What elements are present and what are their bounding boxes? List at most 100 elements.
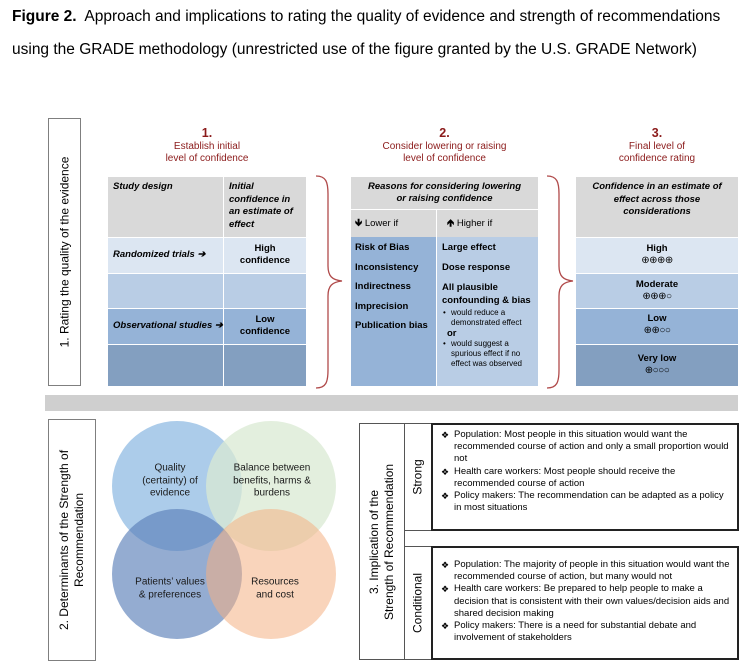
- confidence-level-very-low: Very low ⊕○○○: [576, 344, 738, 386]
- strong-implications: ❖Population: Most people in this situati…: [431, 423, 739, 531]
- step2-header-text: Reasons for considering lowering or rais…: [367, 181, 522, 204]
- bracket-1-icon: [315, 175, 343, 389]
- step2-lower-label: Lower if: [364, 218, 399, 229]
- section3-side-label-line2: Strength of Recommendation: [382, 463, 396, 620]
- step1-col2-header: Initial confidence in an estimate of eff…: [224, 177, 306, 237]
- higher-sub-bullet2: • would suggest a spurious effect if no …: [442, 339, 533, 369]
- bracket-2-icon: [546, 175, 574, 389]
- step1-row3-design-text: Observational studies ➔: [113, 320, 223, 331]
- bullet-icon: •: [443, 308, 446, 317]
- step3-header-text: Confidence in an estimate of effect acro…: [592, 181, 722, 217]
- confidence-level-low: Low ⊕⊕○○: [576, 308, 738, 344]
- step1-row4-confidence: [224, 344, 306, 386]
- higher-sub-bullet2-text: would suggest a spurious effect if no ef…: [451, 339, 523, 368]
- lower-item: Inconsistency: [355, 261, 419, 273]
- step2-lower-list: Risk of Bias Inconsistency Indirectness …: [351, 237, 437, 386]
- bullet-icon: ❖: [441, 584, 450, 595]
- step1-row1-confidence-text: High confidence: [239, 243, 291, 266]
- step1-row2-confidence: [224, 273, 306, 308]
- conditional-implications: ❖ Population: The majority of people in t…: [431, 546, 739, 660]
- step1-row2-design: [108, 273, 224, 308]
- lower-item: Imprecision: [355, 300, 409, 312]
- step2-header: Reasons for considering lowering or rais…: [351, 177, 538, 209]
- step3-title-line1: Final level of: [628, 141, 686, 152]
- step1-row1-confidence: High confidence: [224, 237, 306, 273]
- level-label: Moderate: [635, 279, 679, 290]
- step2-title-line1: Consider lowering or raising: [382, 141, 507, 152]
- venn-label-patients: Patients’ values & preferences: [135, 576, 205, 601]
- venn-label-balance: Balance between benefits, harms & burden…: [233, 462, 311, 499]
- lower-item: Publication bias: [355, 320, 428, 331]
- step2-higher-list: Large effect Dose response All plausible…: [437, 237, 538, 386]
- step3-number: 3.: [651, 126, 663, 140]
- bullet-icon: ❖: [441, 621, 450, 632]
- conditional-item-text: Policy makers: There is a need for subst…: [454, 620, 697, 644]
- confidence-level-high: High ⊕⊕⊕⊕: [576, 237, 738, 273]
- level-label: Low: [647, 313, 667, 324]
- strong-item-text: Health care workers: Most people should …: [454, 465, 676, 489]
- strong-label: Strong: [410, 459, 425, 495]
- bullet-icon: ❖: [441, 430, 450, 440]
- higher-sub-bullet1-text: would reduce a demonstrated effect: [451, 308, 522, 327]
- level-symbols: ⊕⊕⊕⊕: [641, 255, 673, 266]
- step1-row4-design: [108, 344, 224, 386]
- level-symbols: ⊕⊕⊕○: [642, 291, 672, 302]
- strong-item: ❖ Policy makers: The recommendation can b…: [441, 490, 731, 514]
- step3-header: Confidence in an estimate of effect acro…: [576, 177, 738, 237]
- bullet-icon: ❖: [441, 491, 450, 502]
- step1-number: 1.: [201, 126, 213, 140]
- section-separator: [45, 395, 738, 411]
- section1-side-label: 1. Rating the quality of the evidence: [57, 156, 71, 348]
- lower-item: Risk of Bias: [355, 242, 410, 253]
- lower-item: Indirectness: [355, 281, 411, 292]
- step1-heading: 1. Establish initial level of confidence: [108, 126, 306, 165]
- step1-row3-confidence-text: Low confidence: [239, 314, 291, 337]
- level-symbols: ⊕○○○: [644, 365, 670, 376]
- higher-item: All plausible confounding & bias: [442, 282, 531, 306]
- section3-side-label-line1: 3. Implication of the: [367, 489, 381, 594]
- strong-item: ❖ Health care workers: Most people should…: [441, 466, 731, 490]
- section2-side-label-line2: Recommendation: [72, 492, 86, 588]
- confidence-level-moderate: Moderate ⊕⊕⊕○: [576, 273, 738, 308]
- bullet-icon: •: [443, 339, 446, 348]
- level-label: Very low: [637, 353, 677, 364]
- section2-side-label-line1: 2. Determinants of the Strength of: [57, 449, 71, 631]
- step1-title-line1: Establish initial: [173, 141, 241, 152]
- strong-item: ❖Population: Most people in this situati…: [441, 429, 731, 466]
- conditional-item: ❖ Health care workers: Be prepared to hel…: [441, 583, 731, 620]
- level-symbols: ⊕⊕○○: [643, 325, 671, 336]
- conditional-item-text: Health care workers: Be prepared to help…: [454, 583, 730, 619]
- higher-sub-bullet1: • would reduce a demonstrated effect: [442, 308, 533, 328]
- step2-number: 2.: [439, 126, 450, 140]
- venn-label-quality: Quality (certainty) of evidence: [142, 462, 198, 499]
- strong-item-text: Policy makers: The recommendation can be…: [454, 490, 724, 514]
- conditional-label: Conditional: [410, 572, 425, 634]
- figure-caption: Figure 2. Approach and implications to r…: [12, 0, 752, 66]
- venn-circle-resources: [206, 509, 336, 639]
- bullet-icon: ❖: [441, 560, 450, 570]
- venn-label-resources: Resources and cost: [251, 576, 299, 601]
- arrow-down-icon: 🡻: [355, 218, 363, 229]
- step2-title-line2: level of confidence: [403, 153, 486, 164]
- step1-row3-design: Observational studies ➔: [108, 308, 224, 344]
- venn-diagram: [112, 421, 336, 639]
- conditional-item-text: Population: The majority of people in th…: [454, 559, 730, 583]
- step3-heading: 3. Final level of confidence rating: [576, 126, 738, 165]
- step1-title-line2: level of confidence: [165, 153, 249, 164]
- section3-side-label: 3. Implication of the Strength of Recomm…: [367, 463, 397, 619]
- venn-circle-patients: [112, 509, 242, 639]
- section2-side-label: 2. Determinants of the Strength of Recom…: [57, 450, 87, 630]
- step3-title-line2: confidence rating: [618, 153, 696, 164]
- step2-lower-header: 🡻 Lower if: [351, 209, 437, 237]
- step2-heading: 2. Consider lowering or raising level of…: [351, 126, 538, 165]
- step1-col1-header: Study design: [108, 177, 224, 237]
- conditional-item: ❖ Population: The majority of people in t…: [441, 559, 731, 583]
- section1-side-label-box: 1. Rating the quality of the evidence: [48, 118, 81, 386]
- higher-item: Dose response: [442, 261, 511, 273]
- conditional-item: ❖ Policy makers: There is a need for subs…: [441, 620, 731, 644]
- level-label: High: [646, 243, 668, 254]
- figure-label: Figure 2.: [12, 8, 77, 25]
- bullet-icon: ❖: [441, 466, 450, 477]
- higher-sub-or: or: [447, 328, 457, 339]
- strong-label-box: Strong: [404, 423, 432, 531]
